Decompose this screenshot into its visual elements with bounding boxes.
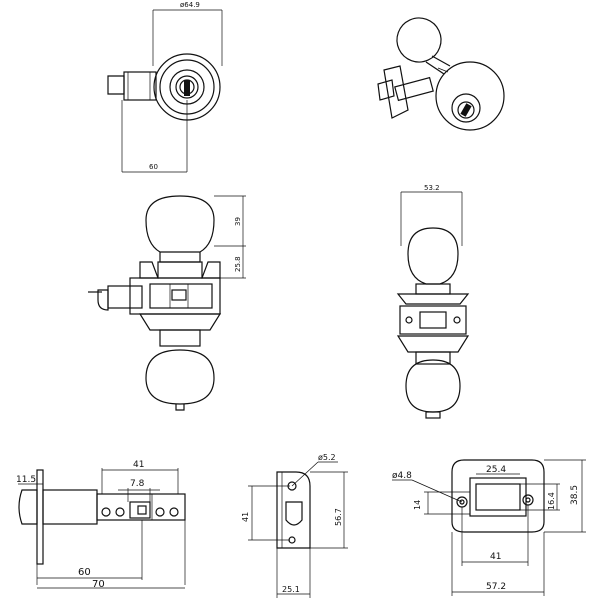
- face-height-label: 38.5: [570, 485, 580, 505]
- face-hole-label: ø4.8: [392, 471, 412, 481]
- face-total-width-label: 57.2: [486, 582, 506, 592]
- face-slot-height-label: 16.4: [547, 492, 556, 510]
- front-width-label: 60: [149, 163, 158, 171]
- face-slot-width-label: 25.4: [486, 465, 506, 475]
- strike-plate-drawing: ø5.2 41 56.7 25.1: [241, 453, 348, 598]
- side-height-upper-label: 39: [234, 217, 242, 226]
- front-view: ø64.9 60: [107, 1, 223, 173]
- face-side-label: 14: [413, 500, 422, 510]
- front-diameter-label: ø64.9: [180, 1, 200, 9]
- rear-view: 53.2: [396, 184, 470, 419]
- latch-width-41-label: 41: [133, 460, 144, 470]
- strike-hole-label: ø5.2: [318, 453, 336, 462]
- rear-width-label: 53.2: [424, 184, 440, 192]
- perspective-view: [377, 17, 505, 131]
- strike-width-label: 25.1: [282, 585, 300, 594]
- latch-length-70-label: 70: [92, 579, 105, 590]
- latch-width-7-8-label: 7.8: [130, 479, 145, 489]
- side-view: 39 25.8: [88, 195, 246, 411]
- side-height-lower-label: 25.8: [234, 256, 242, 272]
- strike-inner-height-label: 41: [241, 512, 250, 522]
- latch-drawing: 41 7.8 11.5 60 70: [16, 460, 186, 590]
- latch-length-60-label: 60: [78, 567, 91, 578]
- face-plate-drawing: ø4.8 25.4 38.5 16.4 14 41 57.2: [392, 459, 586, 596]
- latch-backset-label: 11.5: [16, 475, 36, 485]
- face-hole-spacing-label: 41: [490, 552, 501, 562]
- strike-outer-height-label: 56.7: [334, 508, 343, 526]
